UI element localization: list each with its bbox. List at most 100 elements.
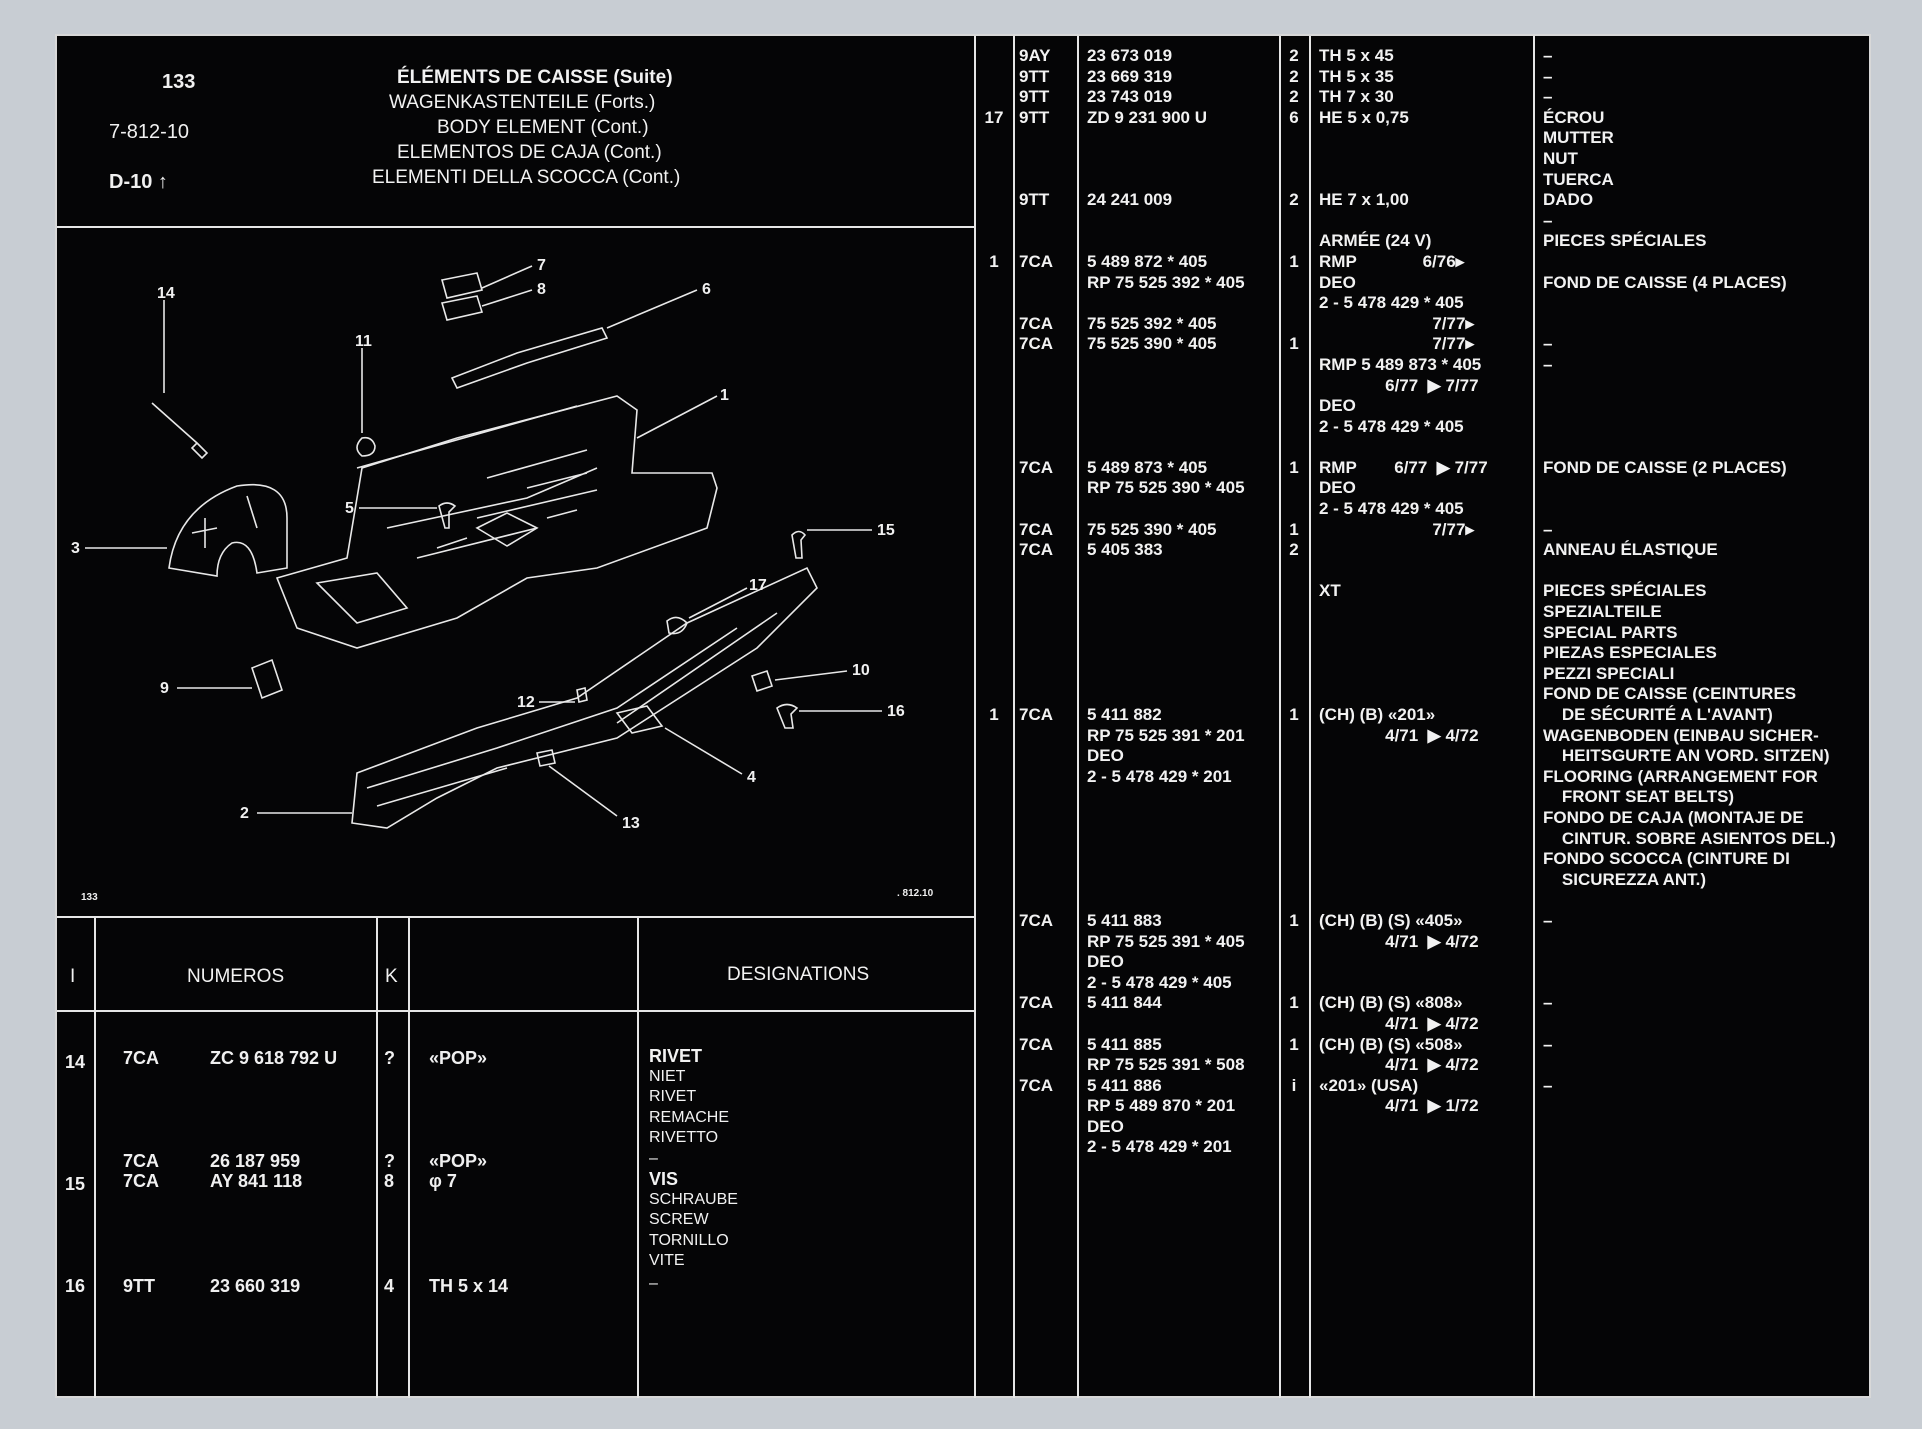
row-code: 7CA — [123, 1151, 160, 1171]
rtable-cell — [979, 911, 1009, 932]
rtable-cell: 4/71 ▶ 4/72 — [1319, 1055, 1479, 1075]
rtable-cell: 24 241 009 — [1087, 190, 1173, 210]
rtable-cell — [979, 561, 1009, 582]
rtable-cell: 2 — [1289, 87, 1299, 107]
row-designations: – — [649, 1274, 658, 1295]
rtable-cell — [1019, 664, 1073, 685]
rtable-cell — [1282, 726, 1306, 747]
rtable-cell: – — [1543, 1034, 1553, 1054]
designation-line: VIS — [649, 1169, 679, 1189]
rtable-cell — [1087, 170, 1277, 191]
rtable-cell — [1087, 1014, 1277, 1035]
rtable-cell: PIECES SPÉCIALES — [1543, 581, 1707, 601]
wheel-arch-shape — [168, 484, 288, 577]
rtable-cell — [1319, 829, 1529, 850]
rtable-cell — [1282, 355, 1306, 376]
rtable-cell — [1087, 623, 1277, 644]
rtable-cell: ANNEAU ÉLASTIQUE — [1543, 540, 1718, 560]
rtable-cell — [1282, 273, 1306, 294]
rtable-cell — [1019, 952, 1073, 973]
row-k: 8 — [384, 1171, 395, 1191]
rtable-cell — [1019, 417, 1073, 438]
rtable-cell — [1087, 787, 1277, 808]
index-code: D-10 — [109, 171, 153, 193]
rtable-cell — [979, 149, 1009, 170]
row-code: 7CA — [123, 1171, 160, 1191]
page-number: 133 — [162, 71, 196, 93]
rtable-cell — [1019, 561, 1073, 582]
rtable-cell — [1319, 973, 1529, 994]
row-index: 14 — [65, 1052, 86, 1072]
rtable-cell — [1282, 767, 1306, 788]
rtable-cell: SICUREZZA ANT.) — [1543, 869, 1707, 889]
rtable-cell: ARMÉE (24 V) — [1319, 231, 1432, 251]
rtable-cell: 7CA — [1019, 910, 1054, 930]
rtable-cell — [1319, 808, 1529, 829]
rtable-cell — [979, 478, 1009, 499]
rtable-cell — [1019, 973, 1073, 994]
rtable-cell: 1 — [1289, 457, 1299, 477]
rtable-cell — [979, 1035, 1009, 1056]
row-k: ? — [384, 1151, 395, 1171]
designation-line: RIVET — [649, 1046, 703, 1066]
rtable-cell — [979, 458, 1009, 479]
rtable-cell — [1543, 973, 1868, 994]
rtable-cell: 9TT — [1019, 107, 1050, 127]
rtable-cell: HE 5 x 0,75 — [1319, 107, 1409, 127]
rtable-cell — [1543, 561, 1868, 582]
rtable-cell — [1282, 849, 1306, 870]
rtable-cell: FONDO DE CAJA (MONTAJE DE — [1543, 807, 1804, 827]
callout-15: 15 — [877, 522, 895, 539]
rtable-cell: RMP 5 489 873 * 405 — [1319, 354, 1482, 374]
rtable-cell: RP 75 525 392 * 405 — [1087, 272, 1245, 292]
callout-5: 5 — [345, 500, 354, 517]
parts-catalog-page: 133 7-812-10 D-10 ↑ ÉLÉMENTS DE CAISSE (… — [55, 34, 1871, 1398]
clip-9-shape — [251, 658, 283, 700]
rtable-cell — [1019, 623, 1073, 644]
rtable-cell: – — [1543, 210, 1553, 230]
rtable-cell — [979, 767, 1009, 788]
rtable-cell: 1 — [1289, 910, 1299, 930]
rtable-cell: 9TT — [1019, 66, 1050, 86]
rtable-cell — [979, 581, 1009, 602]
rtable-cell — [1543, 396, 1868, 417]
callout-3: 3 — [71, 540, 80, 557]
rtable-cell — [1319, 623, 1529, 644]
rtable-cell — [1019, 293, 1073, 314]
rtable-cell — [1282, 314, 1306, 335]
rtable-cell: SPEZIALTEILE — [1543, 602, 1662, 622]
rtable-cell: 7CA — [1019, 519, 1054, 539]
clip-12-shape — [576, 687, 588, 703]
rtable-cell: DE SÉCURITÉ A L'AVANT) — [1543, 705, 1773, 724]
rtable-cell — [979, 787, 1009, 808]
rtable-cell — [1282, 932, 1306, 953]
rtable-cell — [979, 190, 1009, 211]
rtable-cell — [1019, 128, 1073, 149]
diagram-corner-left: 133 — [81, 892, 98, 903]
rtable-cell — [1319, 849, 1529, 870]
row-part-number: AY 841 118 — [210, 1171, 303, 1191]
rtable-cell — [1282, 829, 1306, 850]
row-code: 9TT — [123, 1276, 156, 1296]
rtable-cell: DADO — [1543, 190, 1594, 210]
rtable-cell — [1543, 437, 1868, 458]
rtable-cell — [979, 1117, 1009, 1138]
rtable-cell — [1087, 396, 1277, 417]
rtable-cell — [1282, 664, 1306, 685]
rtable-cell — [1282, 499, 1306, 520]
rtable-cell: 23 673 019 — [1087, 46, 1173, 65]
rtable-cell — [1019, 396, 1073, 417]
rtable-cell: 5 489 872 * 405 — [1087, 251, 1208, 271]
rtable-cell: NUT — [1543, 148, 1578, 168]
title-it: ELEMENTI DELLA SCOCCA (Cont.) — [372, 167, 681, 188]
rcol-line-1 — [1013, 36, 1015, 1398]
row-spec: «POP» — [429, 1151, 488, 1171]
rtable-cell — [1282, 973, 1306, 994]
callout-16: 16 — [887, 703, 905, 720]
rtable-cell — [1087, 870, 1277, 891]
rtable-cell — [1019, 149, 1073, 170]
rtable-cell — [979, 973, 1009, 994]
